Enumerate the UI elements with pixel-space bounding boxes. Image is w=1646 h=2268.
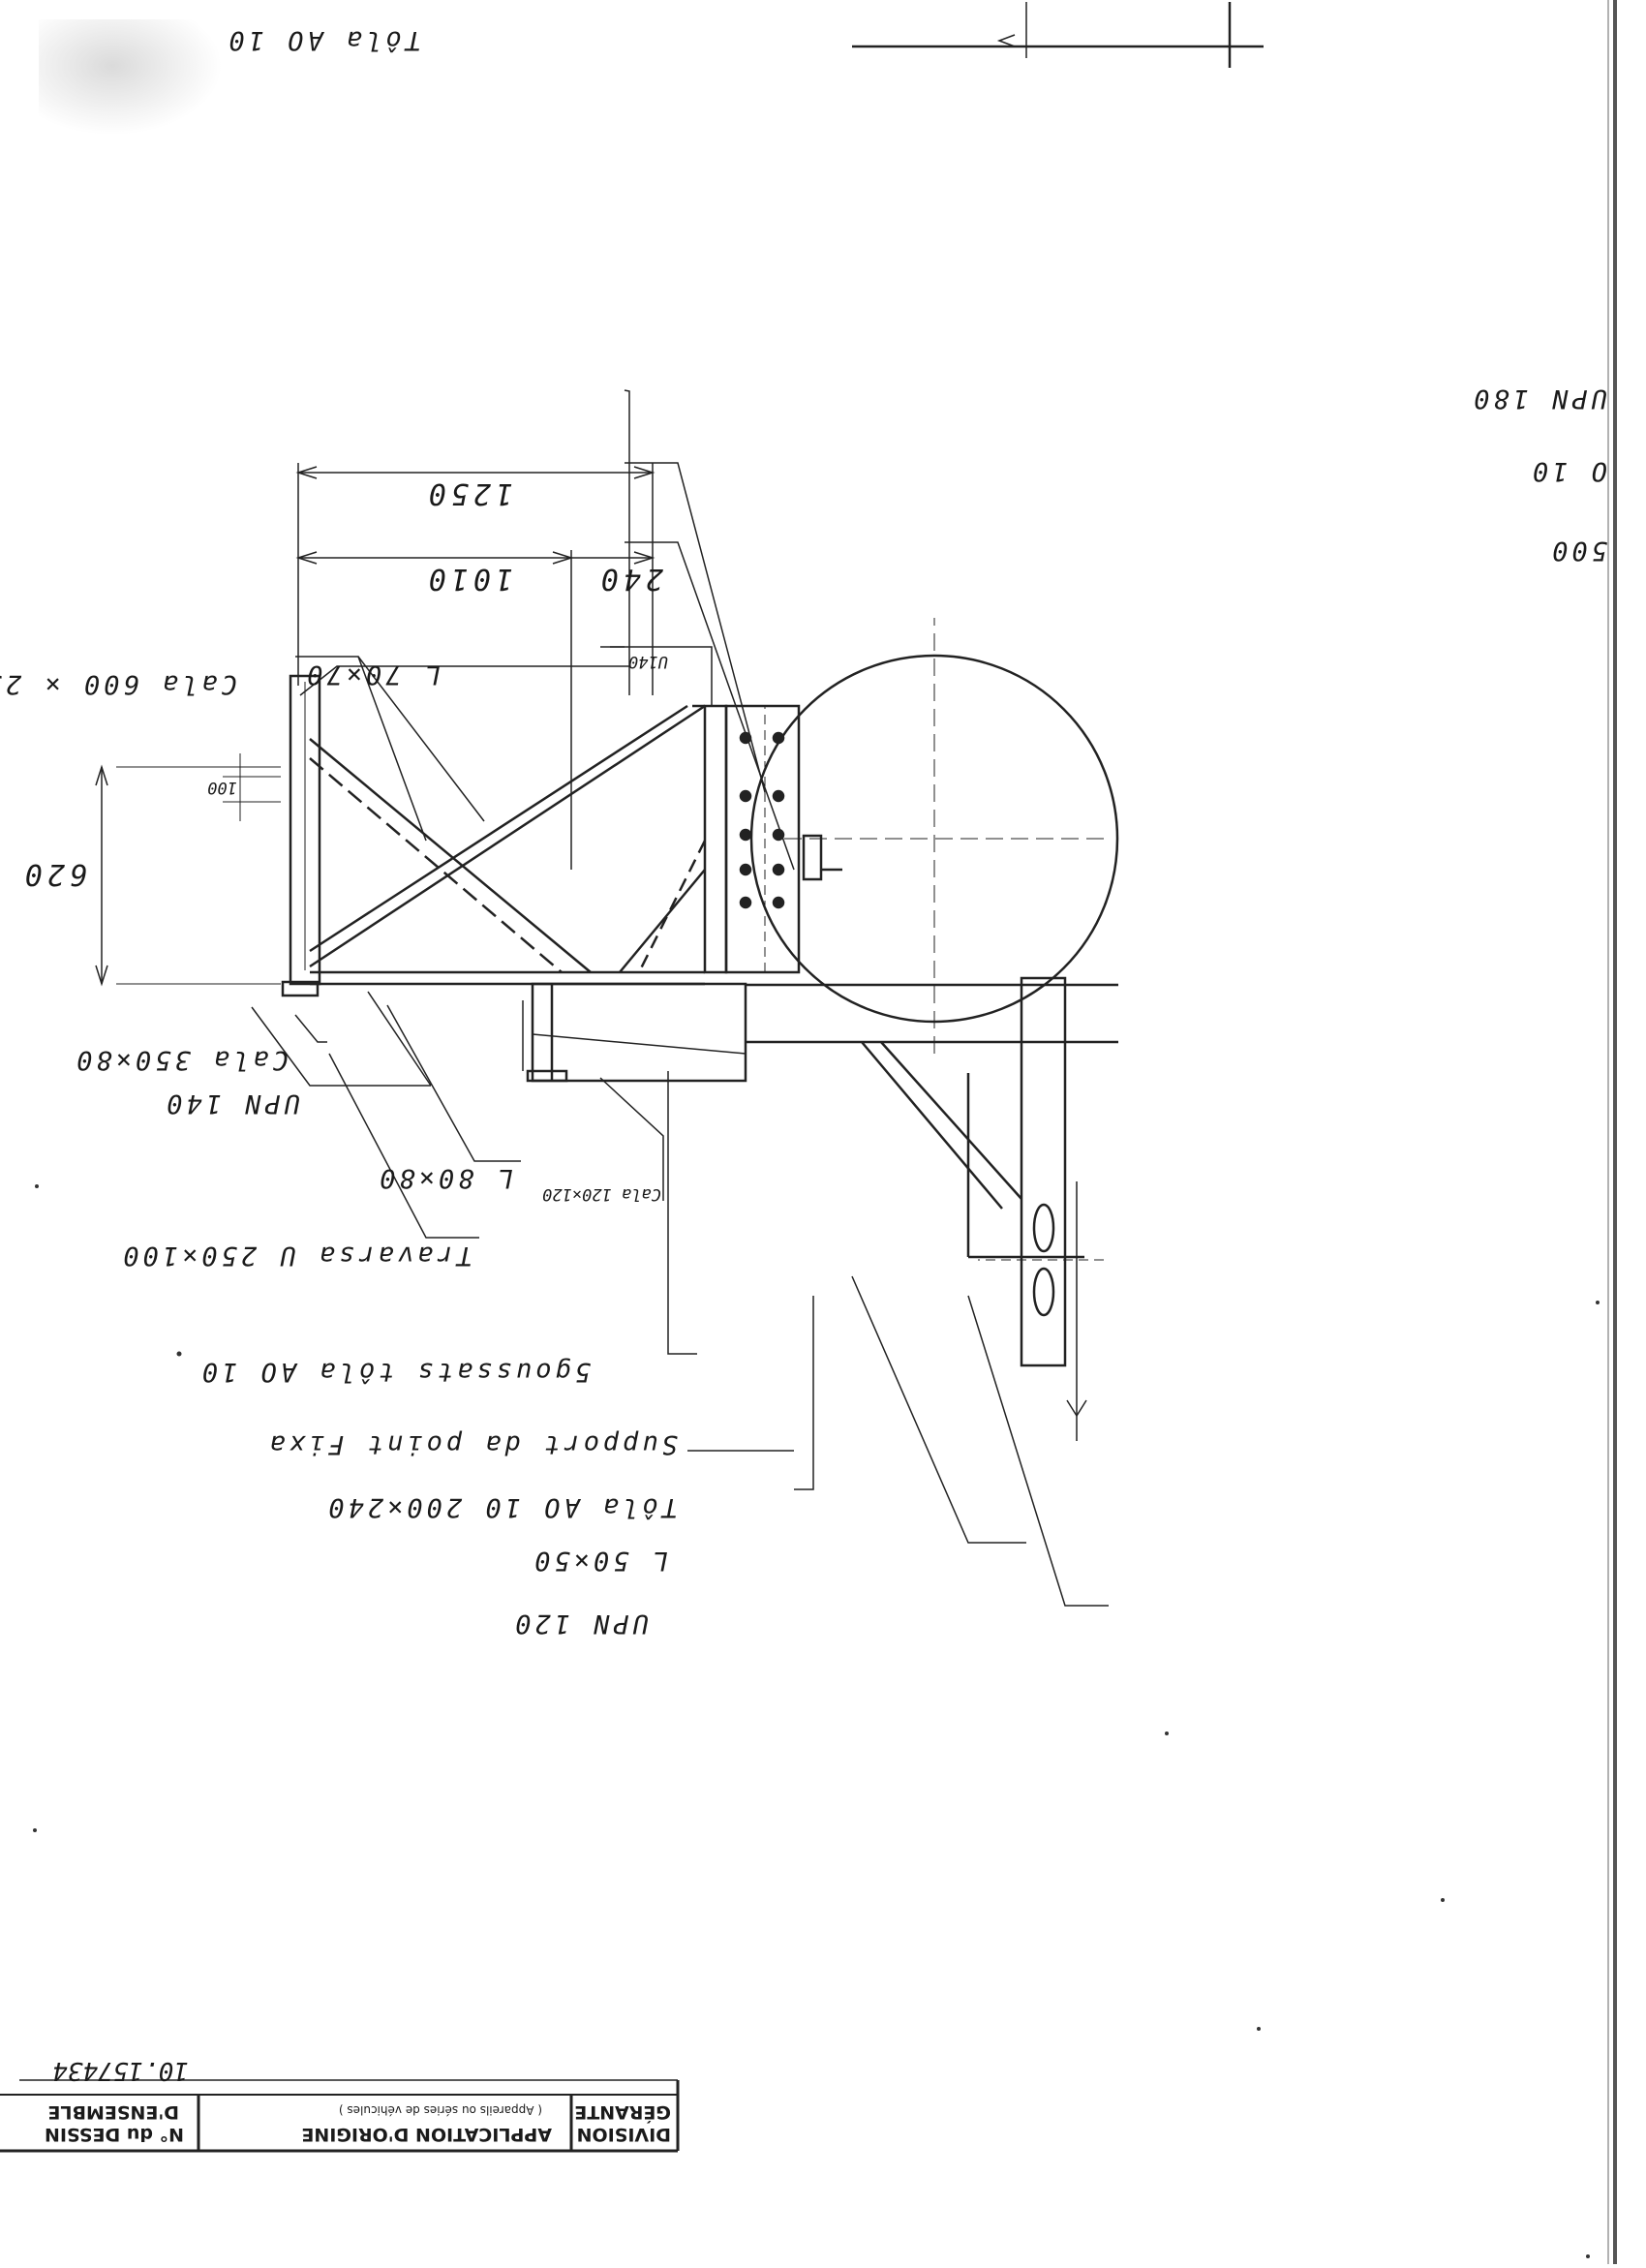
label-travarsa: Travarsa U 250×100 [119,1241,472,1271]
brace-l70-a [309,704,706,968]
bolt-hole [739,789,752,803]
leader-upn120 [967,1295,1109,1607]
label-l70: L 70×70 [303,659,441,690]
dim-1010: 1010 [424,562,513,596]
leader-upn180 [624,389,630,695]
slot-hole-2 [1032,1267,1055,1317]
leader-l70-b [357,656,485,822]
brace-cross-b [309,757,563,973]
leader-u140 [600,646,713,706]
label-goussets: 5goussats tôla AO 10 [198,1357,591,1387]
u140-column [703,704,728,974]
label-l50: L 50×50 [531,1546,668,1576]
label-cala120: Cala 120×120 [542,1184,661,1204]
leader-cala350 [294,1014,327,1043]
leader-upn140-a [251,1006,431,1087]
dim-arrow [295,466,318,479]
bolt-hole [739,828,752,842]
scan-dot [1441,1898,1445,1902]
travarsa-inner [532,1033,747,1055]
bolt-hole [772,789,785,803]
tb-ensemble: D'ENSEMBLE [47,2101,179,2123]
tb-dessin: N° du DESSIN [45,2124,184,2145]
bolt-hole [739,896,752,909]
dim-arrow [633,466,655,479]
leader-travarsa-short [599,1077,664,1201]
brace-l70-a2 [309,704,688,953]
top-arrow [996,34,1016,47]
label-tola200: Tôla AO 10 200×240 [324,1492,678,1522]
bolt-hole [739,863,752,876]
brace-cross-a [309,738,592,973]
label-l80: L 80×80 [376,1163,513,1193]
tb-application-sub: ( Appareils ou séries de véhicules ) [339,2103,542,2117]
label-o10: O 10 [1529,456,1607,486]
leader-cala600 [299,665,629,696]
inverted-drawing: Tôla AO 10 UPN 180 O 10 500 1250 1010 24… [0,2,1607,2153]
upn120-stub [1020,976,1067,1367]
dim-arrow [95,764,108,786]
scan-dot [33,1828,37,1832]
label-cala350: Cala 350×80 [73,1045,289,1075]
bolt-hole [772,896,785,909]
label-cala600: Cala 600 × 250×10 [0,669,237,699]
leader-l50 [851,1275,1026,1544]
leader-upn140-b [367,991,432,1087]
cala350-plate [281,980,320,997]
gusset-diag-a [619,869,706,973]
label-upn120: UPN 120 [511,1609,649,1639]
gusset-diag-b [637,840,707,973]
travarsa-body [531,982,747,1083]
tb-division: DIVISION [577,2124,671,2145]
scan-dot [1165,1732,1169,1735]
dim-arrow [633,551,655,565]
dim-240: 240 [596,562,663,596]
lower-dim-arrow [1066,1399,1087,1418]
dim-arrow [295,551,318,565]
brace-diagonal-b [861,1041,1003,1210]
tb-application: APPLICATION D'ORIGINE [301,2124,552,2145]
leader-tola200 [794,1296,814,1490]
dim-arrow [552,551,574,565]
bolt-hole [772,731,785,745]
slot-hole-1 [1032,1203,1055,1253]
label-support: Support da point Fixa [266,1429,678,1459]
label-upn180: UPN 180 [1470,383,1607,414]
label-u140: U140 [628,652,668,671]
cala-120-plate [526,1069,568,1083]
scan-dot [35,1184,39,1188]
label-upn140: UPN 140 [163,1088,300,1119]
leader-o10 [625,462,766,793]
leader-goussets [667,1071,697,1355]
dim-620: 620 [20,857,87,891]
cala600-plate [289,674,321,986]
clip-bracket [802,834,823,881]
scan-dot [1257,2027,1261,2031]
dim-arrow [95,965,108,987]
leader-500 [625,541,795,871]
bolt-hole [772,863,785,876]
label-top-tola: Tôla AO 10 [225,25,421,55]
tb-drawing-number: 10.157434 [52,2056,189,2085]
dim-100: 100 [207,778,237,797]
leader-cala120 [328,1053,479,1239]
scan-dot [1586,2254,1590,2258]
leader-l80 [386,1004,521,1162]
brace-diagonal-a [880,1041,1022,1200]
scan-dot [1596,1301,1600,1304]
scan-smudge [39,19,223,136]
dim-1250: 1250 [424,476,513,510]
scan-dot [176,1351,182,1357]
label-500: 500 [1548,536,1607,566]
tb-gerante: GÉRANTE [574,2101,671,2124]
